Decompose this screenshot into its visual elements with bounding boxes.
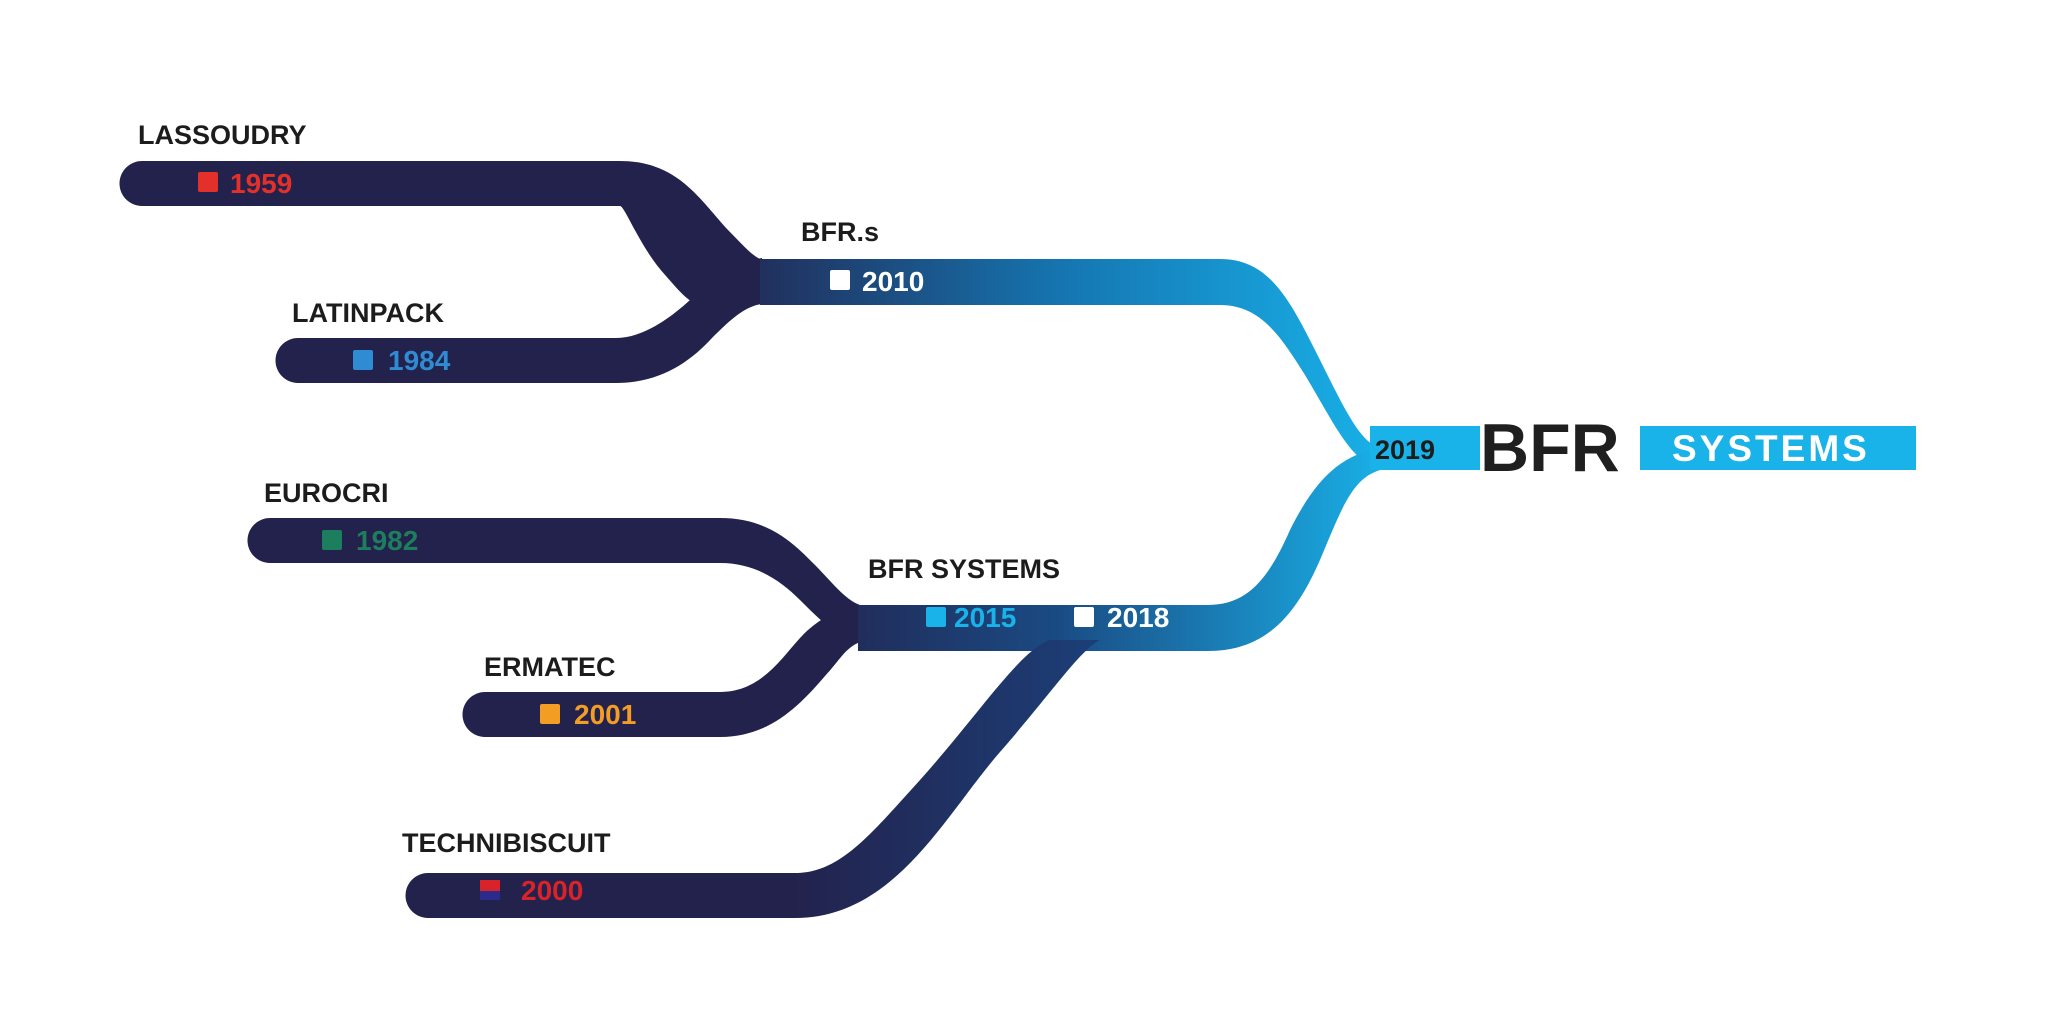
year-2015: 2015 (954, 602, 1016, 633)
systems-logo-text: SYSTEMS (1672, 428, 1870, 469)
company-name-ermatec: ERMATEC (484, 652, 616, 682)
merger-name-bfrs: BFR.s (801, 217, 879, 247)
year-bfrs: 2010 (862, 266, 924, 297)
year-marker-2018 (1074, 607, 1094, 627)
year-marker-lassoudry (198, 172, 218, 192)
company-name-eurocri: EUROCRI (264, 478, 389, 508)
company-name-latinpack: LATINPACK (292, 298, 444, 328)
trunk-bfrs (760, 259, 1380, 470)
bfr-logo: BFR (1480, 410, 1620, 486)
year-lassoudry: 1959 (230, 168, 292, 199)
final-bar-left (1370, 426, 1480, 470)
merger-name-bfr-systems: BFR SYSTEMS (868, 554, 1060, 584)
year-marker-technibiscuit-top (480, 880, 500, 891)
branch-technibiscuit (405, 640, 1100, 918)
year-eurocri: 1982 (356, 525, 418, 556)
year-ermatec: 2001 (574, 699, 636, 730)
branch-ermatec (462, 605, 860, 737)
year-2019: 2019 (1375, 435, 1435, 465)
year-marker-technibiscuit-bottom (480, 891, 500, 900)
year-latinpack: 1984 (388, 345, 451, 376)
year-marker-ermatec (540, 704, 560, 724)
trunk-bfr-systems (858, 448, 1380, 651)
year-technibiscuit: 2000 (521, 875, 583, 906)
logo-background (1480, 420, 1640, 476)
branch-eurocri (247, 518, 860, 642)
final-bar-right (1638, 426, 1916, 470)
year-2018: 2018 (1107, 602, 1169, 633)
company-name-technibiscuit: TECHNIBISCUIT (402, 828, 611, 858)
branch-lassoudry (119, 161, 763, 304)
year-marker-2015 (926, 607, 946, 627)
branch-latinpack (275, 258, 762, 383)
year-marker-eurocri (322, 530, 342, 550)
year-marker-latinpack (353, 350, 373, 370)
company-name-lassoudry: LASSOUDRY (138, 120, 307, 150)
year-marker-bfrs (830, 270, 850, 290)
